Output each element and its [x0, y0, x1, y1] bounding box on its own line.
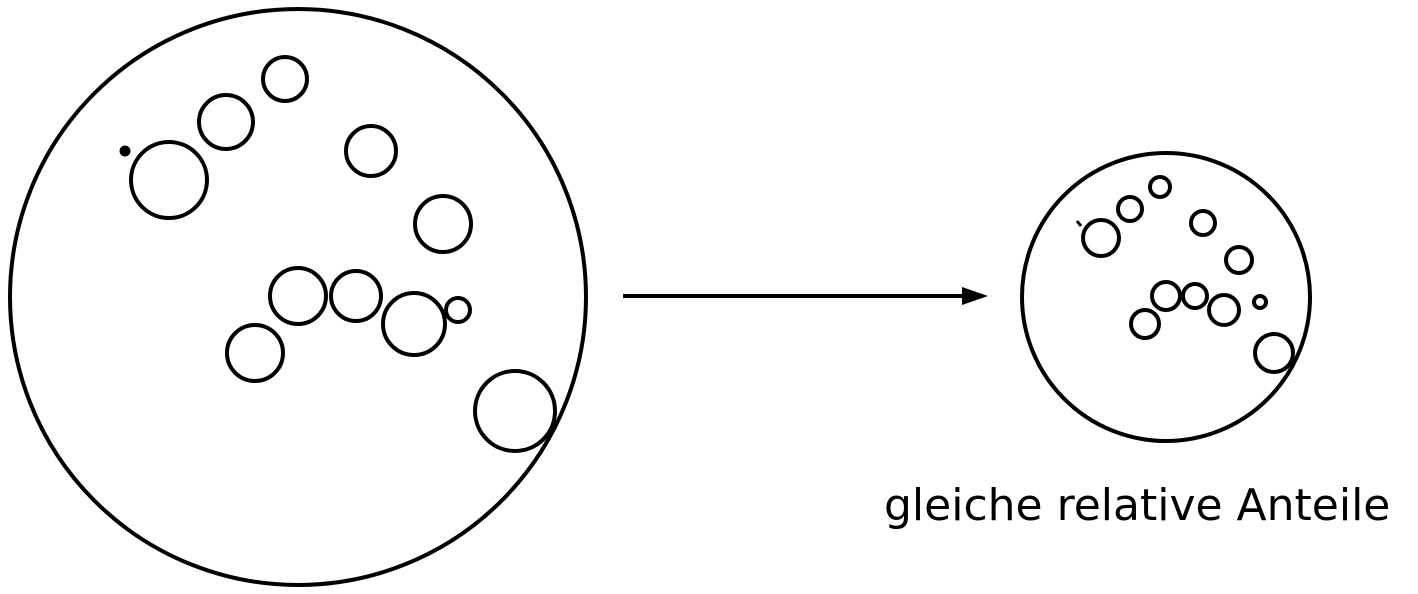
- large-sample-inclusion: [444, 296, 472, 324]
- small-sample-inclusion: [1081, 218, 1121, 258]
- large-sample-inclusion: [381, 291, 447, 357]
- large-sample-inclusion: [473, 369, 557, 453]
- arrow: [623, 287, 988, 305]
- small-sample-inclusion: [1116, 195, 1144, 223]
- small-sample-inclusion: [1181, 282, 1209, 310]
- large-sample: [8, 7, 588, 587]
- large-sample-inclusion: [261, 55, 309, 103]
- large-sample-inclusion: [197, 93, 255, 151]
- large-sample-inclusion: [413, 194, 473, 254]
- small-sample-inclusion: [1129, 308, 1161, 340]
- arrow-head: [962, 287, 988, 305]
- large-sample-outline: [8, 7, 588, 587]
- large-sample-inclusion: [119, 145, 131, 157]
- small-sample: [1020, 151, 1312, 443]
- small-sample-inclusion: [1252, 294, 1268, 310]
- small-sample-inclusion: [1207, 293, 1241, 327]
- large-sample-inclusion: [344, 124, 398, 178]
- large-sample-inclusion: [268, 266, 328, 326]
- caption-label: gleiche relative Anteile: [884, 480, 1391, 531]
- large-sample-inclusion: [225, 323, 285, 383]
- small-sample-inclusion: [1148, 175, 1172, 199]
- small-sample-inclusion: [1075, 220, 1083, 227]
- small-sample-inclusion: [1224, 245, 1254, 275]
- small-sample-inclusion: [1189, 209, 1217, 237]
- large-sample-inclusion: [329, 269, 383, 323]
- small-sample-outline: [1020, 151, 1312, 443]
- small-sample-inclusion: [1150, 280, 1182, 312]
- large-sample-inclusion: [129, 140, 209, 220]
- small-sample-inclusion: [1253, 332, 1295, 374]
